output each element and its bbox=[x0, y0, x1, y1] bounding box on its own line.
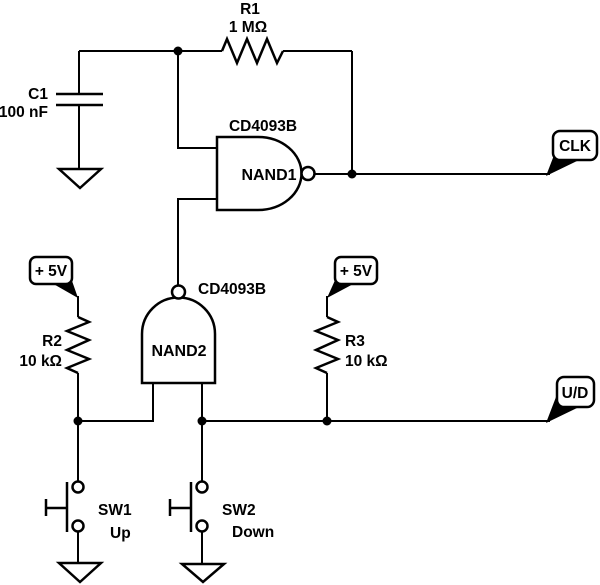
r1-value: 1 MΩ bbox=[229, 19, 267, 36]
junction-dot bbox=[322, 416, 332, 426]
clk-box bbox=[551, 129, 599, 162]
nand2-body bbox=[140, 296, 217, 385]
resistor-r3: R3 10 kΩ bbox=[312, 315, 388, 375]
supply-left-label: + 5V bbox=[35, 263, 68, 280]
nand1-label: NAND1 bbox=[241, 167, 296, 184]
sw2-name: SW2 bbox=[222, 502, 256, 519]
supply-right-5v: + 5V bbox=[327, 255, 379, 298]
nand2-part-label: CD4093B bbox=[198, 281, 266, 298]
nand1-part-label: CD4093B bbox=[229, 118, 297, 135]
junction-dot bbox=[73, 416, 83, 426]
supply-left-5v: + 5V bbox=[28, 255, 78, 298]
clk-terminal: CLK bbox=[546, 129, 599, 176]
ground-symbol-sw1 bbox=[55, 561, 105, 584]
r2-value: 10 kΩ bbox=[19, 353, 62, 370]
switch-sw1: SW1 Up bbox=[44, 480, 132, 542]
ground-triangle bbox=[55, 561, 105, 584]
junction-dots bbox=[73, 46, 357, 426]
clk-label: CLK bbox=[559, 138, 592, 155]
sw1-contact-bottom bbox=[71, 519, 85, 533]
ud-box bbox=[555, 375, 596, 409]
r1-name: R1 bbox=[240, 1, 260, 18]
resistor-zigzag bbox=[220, 35, 285, 67]
junction-dot bbox=[197, 416, 207, 426]
wires bbox=[77, 50, 550, 564]
junction-dot bbox=[347, 169, 357, 179]
ud-label: U/D bbox=[562, 385, 589, 402]
sw1-contact-top bbox=[71, 480, 85, 494]
c1-value: 100 nF bbox=[0, 104, 48, 121]
nand1-inversion-bubble bbox=[300, 165, 316, 182]
supply-right-box bbox=[333, 255, 379, 286]
wire-nand1-input-top bbox=[177, 51, 217, 149]
resistor-zigzag bbox=[312, 315, 342, 375]
resistor-r2: R2 10 kΩ bbox=[19, 315, 93, 375]
ground-triangle bbox=[178, 562, 228, 584]
nand1-gate: CD4093B NAND1 bbox=[215, 118, 316, 212]
supply-left-box bbox=[28, 255, 74, 286]
r3-name: R3 bbox=[345, 333, 365, 350]
wire-nand1-input-bottom bbox=[177, 198, 217, 286]
ground-symbol-sw2 bbox=[178, 562, 228, 584]
ud-pointer bbox=[546, 397, 577, 423]
r3-value: 10 kΩ bbox=[345, 353, 388, 370]
supply-right-label: + 5V bbox=[340, 263, 373, 280]
junction-dot bbox=[173, 46, 183, 56]
resistor-r1: R1 1 MΩ bbox=[220, 1, 285, 67]
switch-sw2: SW2 Down bbox=[168, 480, 274, 541]
r2-name: R2 bbox=[42, 333, 62, 350]
nand2-inversion-bubble bbox=[170, 284, 187, 300]
resistor-zigzag bbox=[63, 315, 93, 375]
sw2-caption: Down bbox=[232, 524, 274, 541]
sw2-contact-bottom bbox=[195, 519, 209, 533]
ud-terminal: U/D bbox=[546, 375, 596, 423]
sw2-contact-top bbox=[195, 480, 209, 494]
capacitor-c1: C1 100 nF bbox=[0, 86, 103, 121]
ground-symbol-c1 bbox=[55, 167, 105, 190]
ground-triangle bbox=[55, 167, 105, 190]
nand2-gate: CD4093B NAND2 bbox=[140, 281, 266, 385]
sw1-name: SW1 bbox=[98, 502, 132, 519]
nand2-label: NAND2 bbox=[151, 343, 206, 360]
wire-nand2-input-left bbox=[78, 383, 154, 422]
c1-name: C1 bbox=[28, 86, 48, 103]
sw1-caption: Up bbox=[110, 525, 131, 542]
